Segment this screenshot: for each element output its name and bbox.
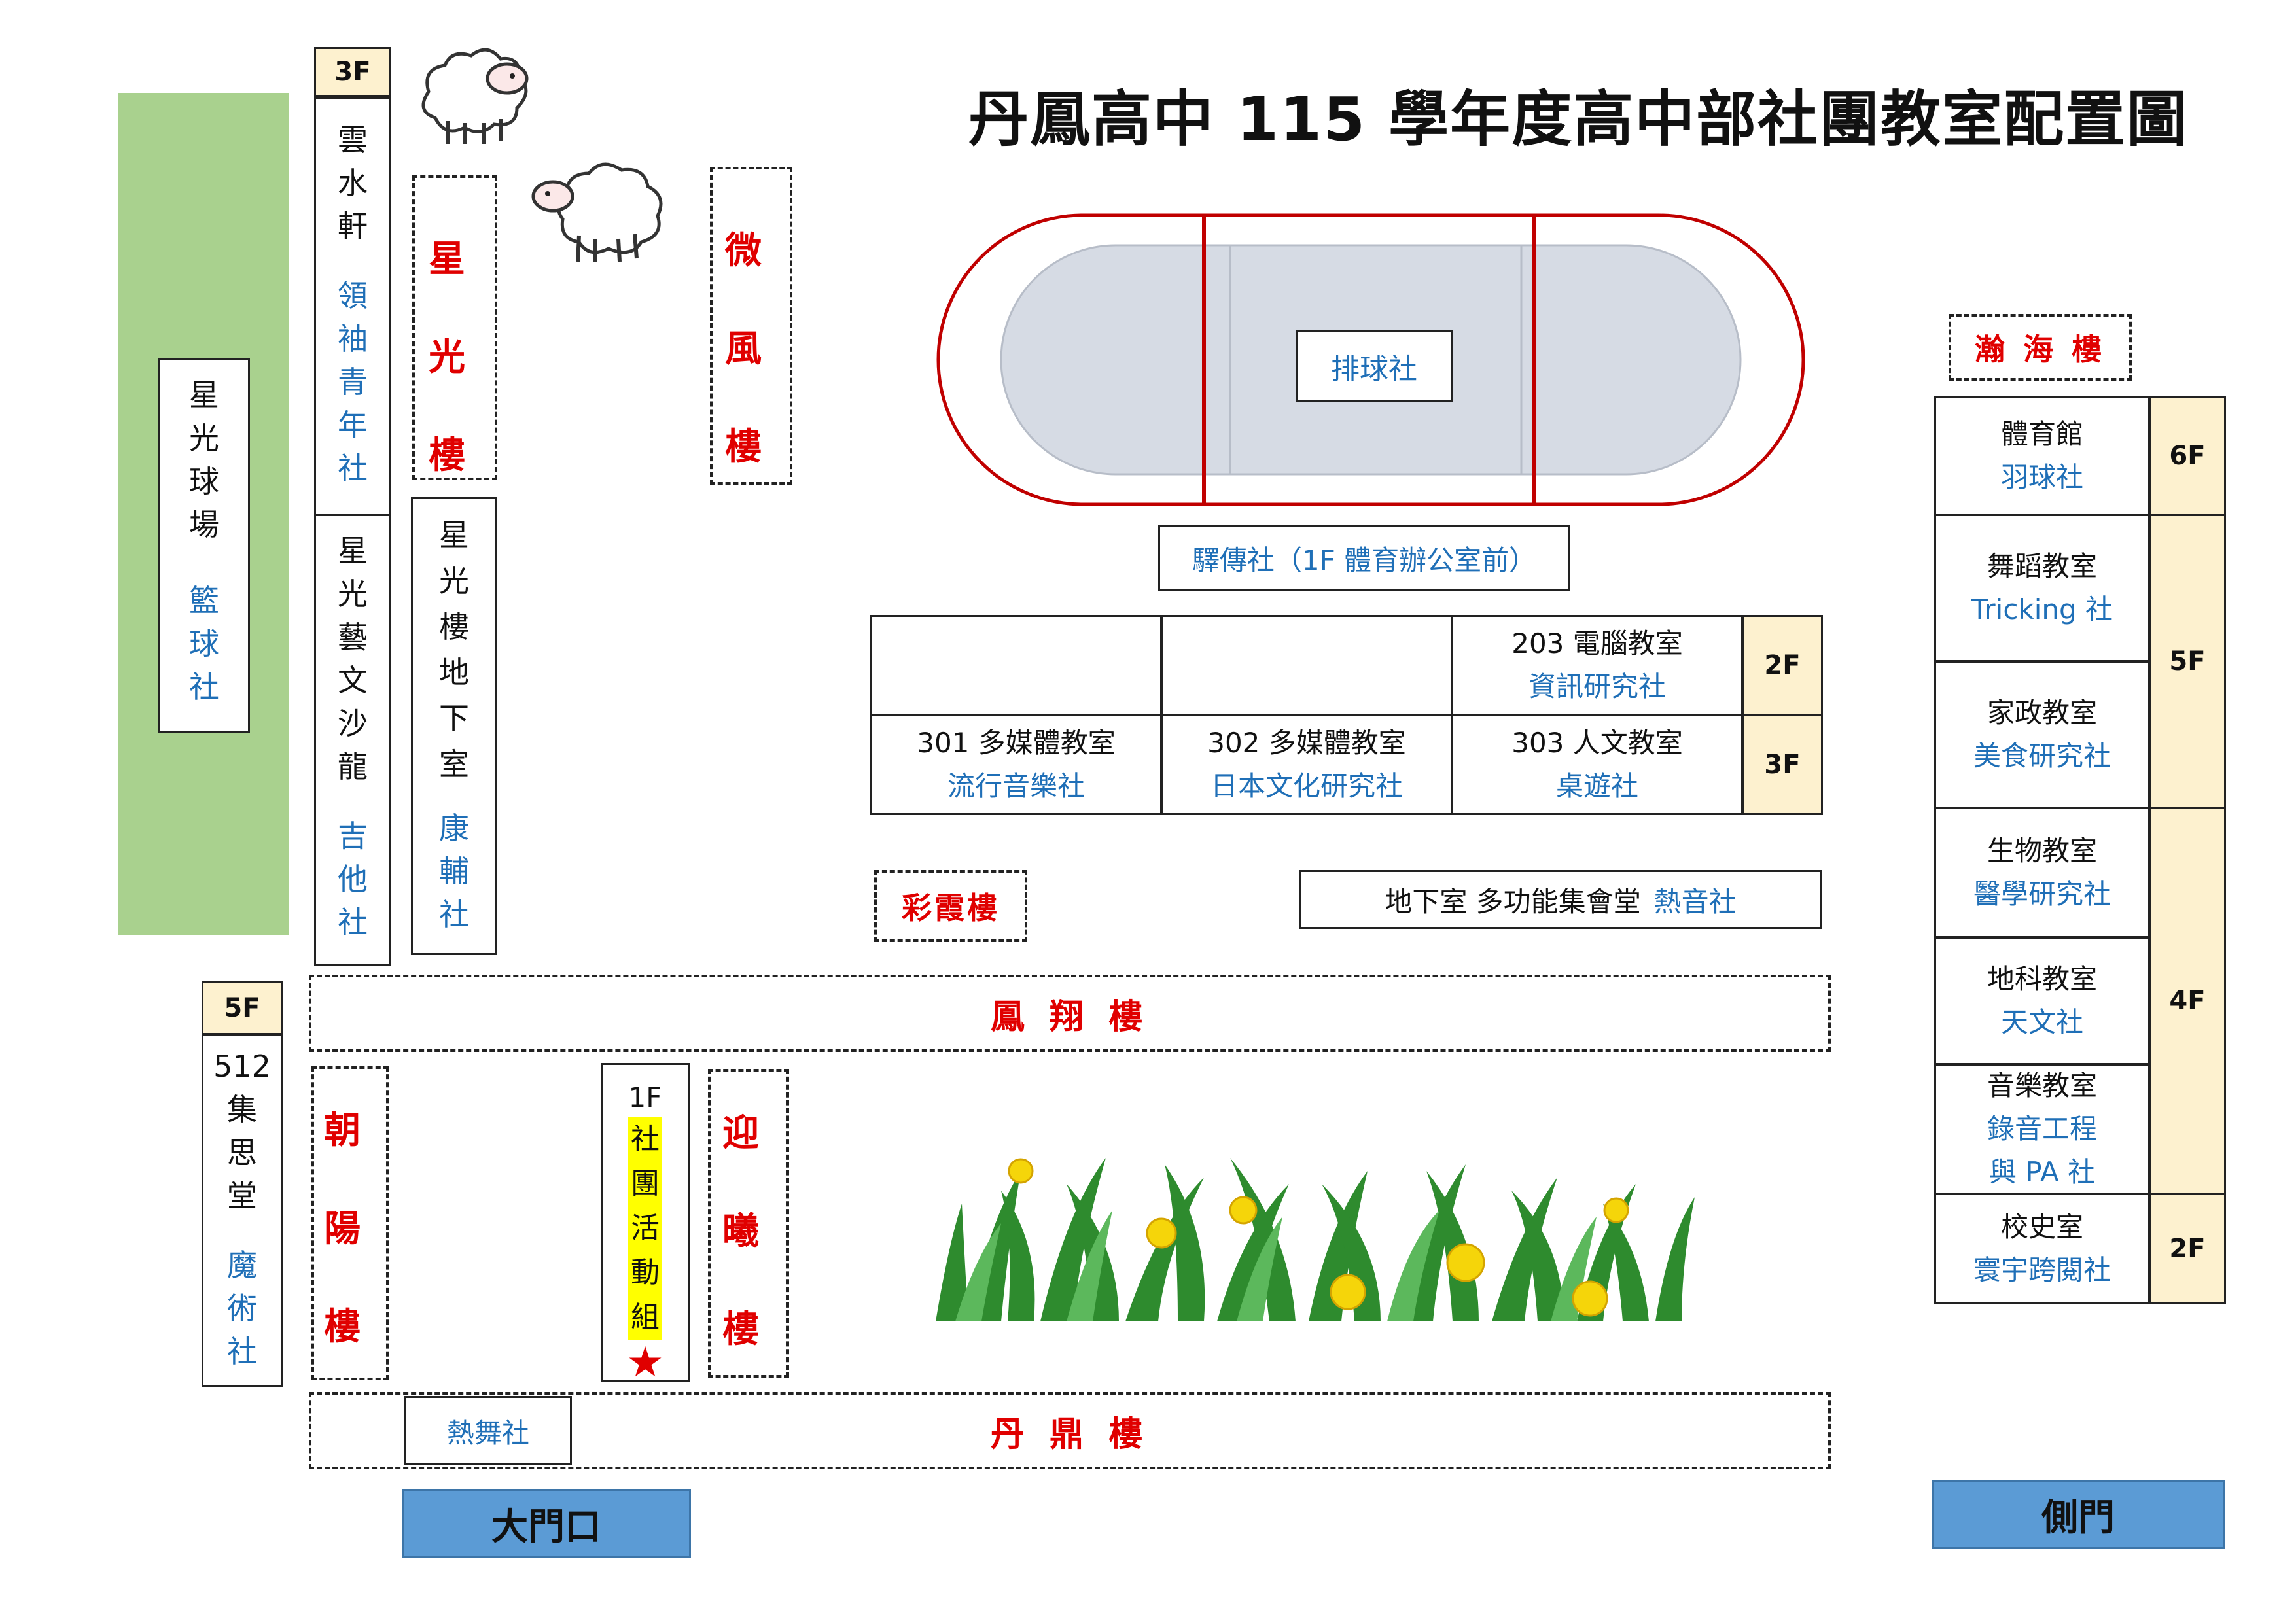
xingguang-basement-club: 康輔社 [439, 811, 469, 932]
room-name: 301 多媒體教室 [917, 727, 1116, 759]
right-floor-2f: 2F [2149, 1193, 2226, 1304]
club-name: 天文社 [2000, 1006, 2083, 1038]
hanhai-building: 瀚 海 樓 [1949, 314, 2132, 381]
room-name: 生物教室 [1987, 835, 2097, 867]
side-gate: 側門 [1932, 1480, 2225, 1549]
club-name-2: 與 PA 社 [1988, 1156, 2096, 1188]
grid-cell-empty-1 [870, 615, 1162, 716]
chaoyang-building-name: 朝陽樓 [324, 1109, 376, 1348]
club-name: 美食研究社 [1973, 740, 2111, 772]
court-label-box: 星光球場 籃球社 [158, 358, 250, 733]
basement-hall-text: 地下室 多功能集會堂 [1385, 885, 1641, 918]
room-name: 地科教室 [1987, 963, 2097, 995]
salon-name: 星光藝文沙龍 [338, 533, 368, 784]
basement-hall-club: 熱音社 [1653, 885, 1737, 918]
relay-club-label: 驛傳社（1F 體育辦公室前） [1158, 525, 1570, 591]
basement-hall-box: 地下室 多功能集會堂 熱音社 [1299, 870, 1822, 929]
room-name: 音樂教室 [1987, 1070, 2097, 1102]
grid-cell-303: 303 人文教室 桌遊社 [1451, 714, 1743, 815]
volleyball-club-label: 排球社 [1296, 330, 1453, 402]
right-room-earth-science: 地科教室 天文社 [1934, 937, 2150, 1065]
activity-name: 社團活動組 [628, 1117, 662, 1340]
club-name: Tricking 社 [1971, 593, 2113, 625]
room-name: 舞蹈教室 [1987, 550, 2097, 582]
right-floor-6f: 6F [2149, 396, 2226, 515]
fengxiang-building-name: 鳳 翔 樓 [990, 997, 1150, 1037]
grid-cell-301: 301 多媒體教室 流行音樂社 [870, 714, 1162, 815]
right-floor-4f: 4F [2149, 807, 2226, 1195]
club-name: 寰宇跨閱社 [1973, 1254, 2111, 1286]
right-floor-5f: 5F [2149, 514, 2226, 809]
club-name: 資訊研究社 [1528, 671, 1666, 703]
right-room-history: 校史室 寰宇跨閱社 [1934, 1193, 2150, 1304]
activity-floor: 1F [628, 1081, 662, 1113]
main-gate: 大門口 [402, 1489, 691, 1558]
right-room-gym: 體育館 羽球社 [1934, 396, 2150, 515]
salon-box: 星光藝文沙龍 吉他社 [314, 514, 391, 966]
grid-floor-3f: 3F [1742, 714, 1823, 815]
weifeng-building: 微風樓 [710, 167, 792, 485]
grass-flowers-illustration [936, 1158, 1695, 1321]
chaoyang-building: 朝陽樓 [311, 1066, 389, 1380]
club-activity-office: 1F 社團活動組 ★ [601, 1063, 690, 1386]
star-icon: ★ [626, 1338, 664, 1387]
grid-cell-empty-2 [1161, 615, 1453, 716]
xingguang-basement-box: 星光樓地下室 康輔社 [411, 497, 497, 955]
club-name: 錄音工程 [1987, 1113, 2097, 1145]
yingxi-building: 迎曦樓 [708, 1069, 789, 1378]
jisi-floor-tag: 5F [202, 981, 283, 1035]
caixia-building-name: 彩霞樓 [902, 890, 1000, 926]
cloud-hall-box: 雲水軒 領袖青年社 [314, 97, 391, 515]
sheep-icon [421, 48, 529, 144]
right-room-biology: 生物教室 醫學研究社 [1934, 807, 2150, 938]
caixia-building: 彩霞樓 [874, 870, 1027, 942]
room-name: 302 多媒體教室 [1207, 727, 1406, 759]
xingguang-basement-name: 星光樓地下室 [439, 517, 469, 782]
court-club: 籃球社 [189, 583, 219, 705]
room-name: 303 人文教室 [1511, 727, 1683, 759]
grid-cell-203: 203 電腦教室 資訊研究社 [1451, 615, 1743, 716]
cloud-floor-tag: 3F [314, 47, 391, 97]
page-title: 丹鳳高中 115 學年度高中部社團教室配置圖 [968, 84, 2189, 154]
court-name: 星光球場 [189, 377, 219, 542]
club-name: 醫學研究社 [1973, 878, 2111, 910]
sheep-icon [531, 162, 663, 262]
club-name: 流行音樂社 [947, 770, 1085, 802]
grid-cell-302: 302 多媒體教室 日本文化研究社 [1161, 714, 1453, 815]
room-name: 家政教室 [1987, 697, 2097, 729]
right-room-dance: 舞蹈教室 Tricking 社 [1934, 514, 2150, 662]
relay-club-text: 驛傳社（1F 體育辦公室前） [1192, 544, 1537, 576]
club-name: 羽球社 [2000, 461, 2083, 493]
room-name: 校史室 [2000, 1211, 2083, 1243]
xingguang-building-name: 星光樓 [429, 238, 481, 477]
fengxiang-building: 鳳 翔 樓 [309, 975, 1831, 1052]
salon-club: 吉他社 [338, 818, 368, 940]
club-name: 日本文化研究社 [1210, 770, 1403, 802]
danding-building: 丹 鼎 樓 [309, 1392, 1831, 1469]
room-name: 203 電腦教室 [1511, 627, 1683, 659]
jisi-hall-club: 魔術社 [227, 1248, 257, 1369]
yingxi-building-name: 迎曦樓 [722, 1112, 775, 1351]
right-room-music: 音樂教室 錄音工程 與 PA 社 [1934, 1064, 2150, 1195]
xingguang-building: 星光樓 [412, 175, 497, 480]
club-name: 桌遊社 [1555, 770, 1638, 802]
cloud-hall-name: 雲水軒 [338, 122, 368, 244]
room-name: 體育館 [2000, 418, 2083, 450]
grid-floor-2f: 2F [1742, 615, 1823, 716]
right-room-home-ec: 家政教室 美食研究社 [1934, 661, 2150, 809]
cloud-hall-club: 領袖青年社 [338, 278, 368, 486]
weifeng-building-name: 微風樓 [725, 230, 777, 468]
hanhai-building-name: 瀚 海 樓 [1974, 332, 2106, 367]
dance-club-box: 熱舞社 [404, 1396, 572, 1465]
danding-building-name: 丹 鼎 樓 [990, 1414, 1150, 1454]
